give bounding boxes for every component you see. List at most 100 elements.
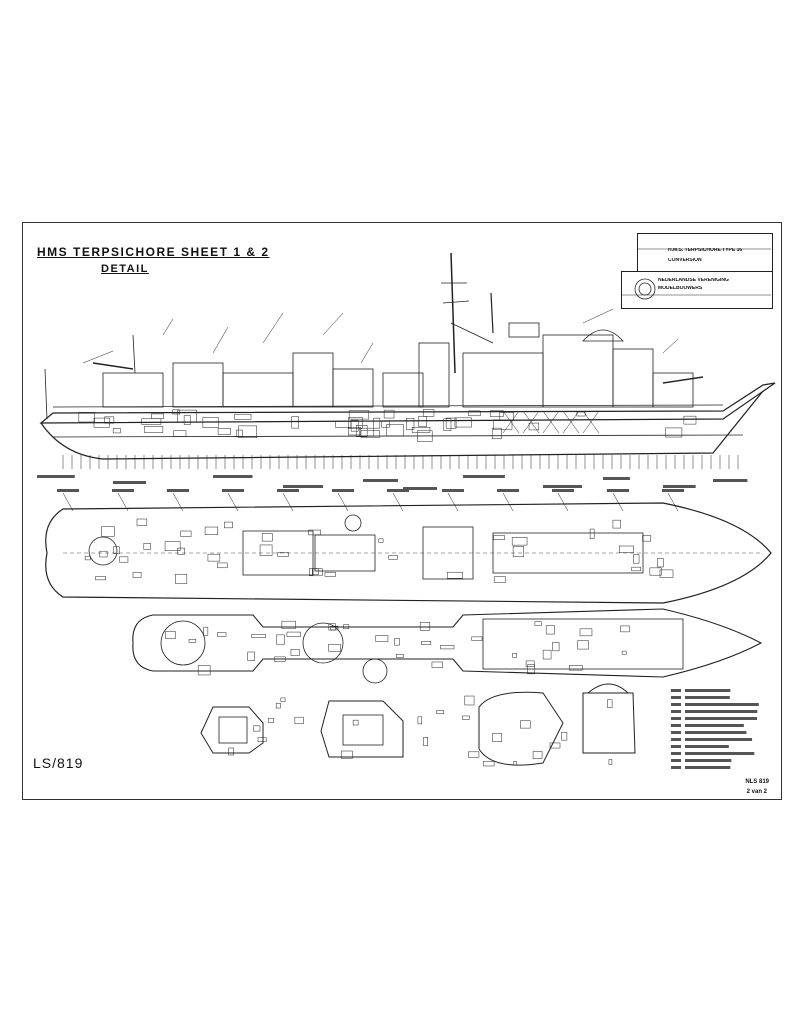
deck-fitting: [388, 555, 398, 560]
legend-entry: [685, 696, 730, 699]
title-block-line: NEDERLANDSE VERENIGING: [658, 278, 729, 283]
title-block-line: H.M.S. TERPSICHORE TYPE 16: [668, 248, 743, 253]
deck-fitting: [274, 656, 286, 662]
detail-fitting: [341, 750, 353, 759]
deck-fitting: [175, 573, 188, 584]
legend-entry: [685, 689, 731, 692]
deck-fitting: [95, 576, 106, 581]
deck-fitting: [545, 625, 555, 635]
deck-fitting: [277, 552, 289, 557]
legend-number: [671, 745, 681, 748]
legend-number: [671, 738, 681, 741]
superstructure-block: [462, 352, 544, 408]
compartment: [78, 412, 96, 423]
deck-fitting: [203, 626, 209, 636]
cross-mark: [522, 410, 540, 434]
compartment: [151, 413, 164, 419]
compartment: [386, 424, 404, 437]
detail-room: [218, 716, 248, 744]
deck-fitting: [251, 634, 266, 638]
lattice-mast: [490, 292, 494, 334]
deck-fitting: [431, 661, 443, 668]
compartment: [418, 416, 427, 427]
leader-line: [557, 492, 569, 512]
turret-ring: [160, 620, 206, 666]
label-stub: [497, 489, 519, 492]
compartment: [335, 420, 352, 428]
cross-mark: [582, 410, 600, 434]
compartment: [93, 417, 110, 428]
compartment: [217, 428, 231, 435]
compartment: [177, 409, 197, 423]
compartment: [373, 417, 381, 429]
leader-line: [392, 492, 404, 512]
leader-line: [337, 492, 349, 512]
legend-entry: [685, 752, 755, 755]
hull-profile: [39, 382, 776, 424]
ship-drawing: [37, 248, 776, 769]
label-stub: [543, 485, 582, 488]
deckhouse: [242, 530, 314, 576]
deck-fitting: [286, 631, 301, 637]
detail-fitting: [464, 695, 475, 706]
legend-number: [671, 717, 681, 720]
detail-fitting: [294, 716, 304, 724]
detail-fitting: [519, 720, 531, 729]
cross-mark: [542, 410, 560, 434]
deck-fitting: [394, 638, 400, 646]
legend-entry: [685, 745, 729, 748]
compartment: [443, 418, 452, 431]
legend-number: [671, 703, 681, 706]
sheet-title: HMS TERPSICHORE SHEET 1 & 2: [37, 245, 270, 259]
detail-fitting: [468, 751, 480, 758]
legend-number: [671, 710, 681, 713]
compartment: [291, 416, 299, 429]
deck-fitting: [657, 558, 664, 568]
deck-fitting: [620, 625, 630, 633]
deck-fitting: [512, 653, 517, 658]
superstructure-block: [612, 348, 654, 408]
compartment: [417, 430, 433, 442]
deck-fitting: [552, 642, 560, 652]
compartment: [665, 427, 683, 438]
deck-fitting: [511, 537, 528, 546]
detail-fitting: [275, 703, 281, 709]
deck-fitting: [328, 643, 341, 652]
deckhouse: [314, 534, 376, 572]
deck-fitting: [633, 554, 640, 564]
deck-fitting: [143, 543, 151, 550]
superstructure-block: [102, 372, 164, 408]
bridge-plan: [482, 618, 684, 670]
compartment: [236, 429, 243, 438]
deck-fitting: [649, 567, 662, 576]
detail-room: [342, 714, 384, 746]
detail-fitting: [352, 719, 359, 726]
superstructure-block: [222, 372, 294, 408]
label-stub: [37, 475, 75, 478]
ensign-staff: [44, 368, 48, 420]
legend-entry: [685, 717, 758, 720]
deck-fitting: [378, 538, 384, 543]
deck-fitting: [493, 535, 505, 540]
detail-fitting: [513, 761, 517, 766]
leader-line: [447, 492, 459, 512]
detail-fitting: [549, 742, 561, 749]
deck-fitting: [113, 546, 120, 554]
deck-fitting: [542, 649, 552, 660]
detail-fitting: [607, 699, 613, 708]
mount-ring: [362, 658, 388, 684]
leader-line: [62, 492, 74, 512]
compartment: [356, 425, 368, 437]
superstructure-block: [172, 362, 224, 408]
mast: [450, 252, 456, 374]
leader-line: [582, 308, 614, 324]
label-stub: [363, 479, 399, 482]
legend-entry: [685, 731, 747, 734]
leader-line: [282, 492, 294, 512]
deck-fitting: [261, 533, 273, 542]
label-stub: [112, 489, 134, 492]
society-emblem: [634, 278, 656, 300]
deck-fitting: [247, 651, 255, 661]
mast-stay: [450, 322, 494, 344]
legend-number: [671, 724, 681, 727]
